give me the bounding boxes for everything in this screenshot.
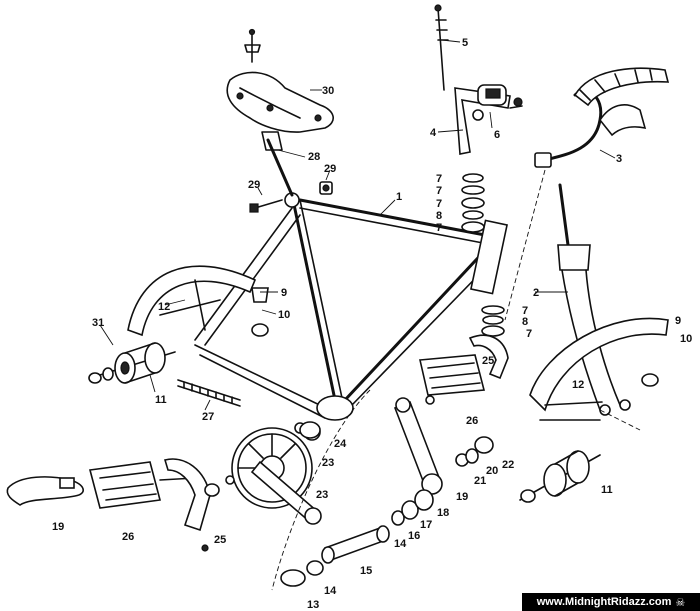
callout-4: 4 <box>430 127 437 139</box>
callout-9a: 9 <box>281 287 287 299</box>
callout-2: 2 <box>533 287 539 299</box>
callout-8a: 8 <box>436 210 442 222</box>
expander-bolt <box>434 4 449 91</box>
fork <box>557 183 631 416</box>
saddle <box>226 71 334 133</box>
callout-16: 16 <box>408 530 420 542</box>
callout-14a: 14 <box>324 585 337 597</box>
callout-28: 28 <box>308 151 320 163</box>
left-toe-clip <box>163 458 211 552</box>
callout-7d: 7 <box>436 222 442 234</box>
callout-20: 20 <box>486 465 498 477</box>
callout-17: 17 <box>420 519 432 531</box>
rear-fender <box>127 265 257 337</box>
rear-hub <box>88 342 176 384</box>
callout-7e: 7 <box>522 305 528 317</box>
skull-icon: ☠ <box>675 596 686 609</box>
callout-19b: 19 <box>52 521 64 533</box>
seat-post <box>261 131 294 197</box>
callout-23b: 23 <box>316 489 328 501</box>
callout-23a: 23 <box>322 457 334 469</box>
bb-lockring <box>455 436 494 467</box>
seat-bolt-right <box>319 181 333 195</box>
assembly-line-fork <box>504 169 546 321</box>
chainring <box>231 427 313 509</box>
headset-top <box>461 173 485 233</box>
callout-12b: 12 <box>572 379 584 391</box>
callout-10b: 10 <box>680 333 692 345</box>
callout-18: 18 <box>437 507 449 519</box>
callout-13: 13 <box>307 599 319 611</box>
callout-30: 30 <box>322 85 334 97</box>
watermark-text: www.MidnightRidazz.com <box>536 596 672 608</box>
toe-strap <box>6 476 84 506</box>
front-hub <box>519 450 601 503</box>
bb-cup-left <box>280 560 324 587</box>
callout-8b: 8 <box>522 316 528 328</box>
front-fender <box>529 317 669 421</box>
right-toe-clip <box>468 334 509 380</box>
saddle-clamp-bolt <box>244 28 261 63</box>
seat-bolt-left <box>249 199 283 213</box>
callout-26b: 26 <box>466 415 478 427</box>
callout-29a: 29 <box>248 179 260 191</box>
callout-7f: 7 <box>526 328 532 340</box>
frame <box>194 192 508 421</box>
callout-5: 5 <box>462 37 468 49</box>
callout-7a: 7 <box>436 173 442 185</box>
stem-clamp-bolt <box>472 97 523 121</box>
fork-end-cap <box>641 373 659 387</box>
bottom-bracket-axle <box>321 525 390 564</box>
callout-10a: 10 <box>278 309 290 321</box>
assembly-line-bb <box>271 389 371 591</box>
headset-bottom <box>481 305 505 337</box>
callout-1: 1 <box>396 191 402 203</box>
bb-bearings <box>391 489 434 526</box>
handlebar <box>534 67 670 168</box>
bb-spacer <box>204 475 235 497</box>
right-pedal <box>419 354 486 405</box>
callout-26a: 26 <box>122 531 134 543</box>
stem <box>454 84 511 155</box>
callout-12a: 12 <box>158 301 170 313</box>
callout-25b: 25 <box>482 355 494 367</box>
callout-15: 15 <box>360 565 372 577</box>
callout-22: 22 <box>502 459 514 471</box>
callout-27: 27 <box>202 411 214 423</box>
left-pedal <box>88 461 196 509</box>
callout-14b: 14 <box>394 538 407 550</box>
watermark-banner: www.MidnightRidazz.com ☠ <box>522 593 700 611</box>
callout-7c: 7 <box>436 198 442 210</box>
callout-9b: 9 <box>675 315 681 327</box>
callout-6: 6 <box>494 129 500 141</box>
left-crank <box>250 460 322 525</box>
callout-11b: 11 <box>601 484 613 496</box>
callout-25a: 25 <box>214 534 226 546</box>
chain <box>177 379 241 407</box>
callout-7b: 7 <box>436 185 442 197</box>
right-crank <box>393 397 443 495</box>
callout-29b: 29 <box>324 163 336 175</box>
fender-clip <box>251 287 269 337</box>
callout-31: 31 <box>92 317 104 329</box>
leader-lines <box>99 39 616 411</box>
callout-11a: 11 <box>155 394 167 406</box>
callout-24: 24 <box>334 438 347 450</box>
callout-21: 21 <box>474 475 486 487</box>
bb-washer <box>299 421 321 439</box>
callout-19a: 19 <box>456 491 468 503</box>
callout-3: 3 <box>616 153 622 165</box>
